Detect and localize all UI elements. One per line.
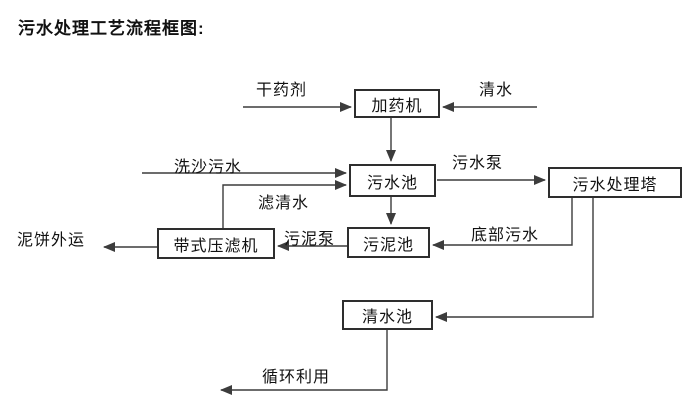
node-sewage-pool: 污水池 [349,164,436,197]
node-belt-filter-press-label: 带式压滤机 [173,237,259,255]
label-filtered-water: 滤清水 [258,195,310,212]
label-dry-agent: 干药剂 [256,82,308,99]
label-bottom-sewage: 底部污水 [471,227,540,244]
label-sand-washing-sewage: 洗沙污水 [174,159,243,176]
node-belt-filter-press: 带式压滤机 [157,228,275,259]
node-sludge-pool: 污泥池 [347,227,430,258]
label-sewage-pump: 污水泵 [452,155,504,172]
edge-tower-bottom-sewage-to-sludge-pool [432,198,573,250]
node-treatment-tower: 污水处理塔 [548,167,682,198]
node-sludge-pool-label: 污泥池 [362,236,414,254]
page-title: 污水处理工艺流程框图: [18,19,205,38]
node-treatment-tower-label: 污水处理塔 [572,176,658,194]
node-dosing-machine-label: 加药机 [371,97,423,115]
label-sludge-pump: 污泥泵 [284,231,336,248]
label-clean-water: 清水 [479,82,514,99]
node-clean-water-pool: 清水池 [342,300,433,330]
label-mud-cake-out: 泥饼外运 [17,232,86,249]
edge-tower-to-clean-water-pool [435,198,594,322]
label-recycle-use: 循环利用 [262,369,331,386]
node-clean-water-pool-label: 清水池 [361,309,413,326]
edge-clean-water-pool-to-recycle [220,330,388,395]
node-dosing-machine: 加药机 [354,89,440,118]
edge-filtered-water-to-sewage-pool [222,180,347,228]
node-sewage-pool-label: 污水池 [366,174,418,192]
